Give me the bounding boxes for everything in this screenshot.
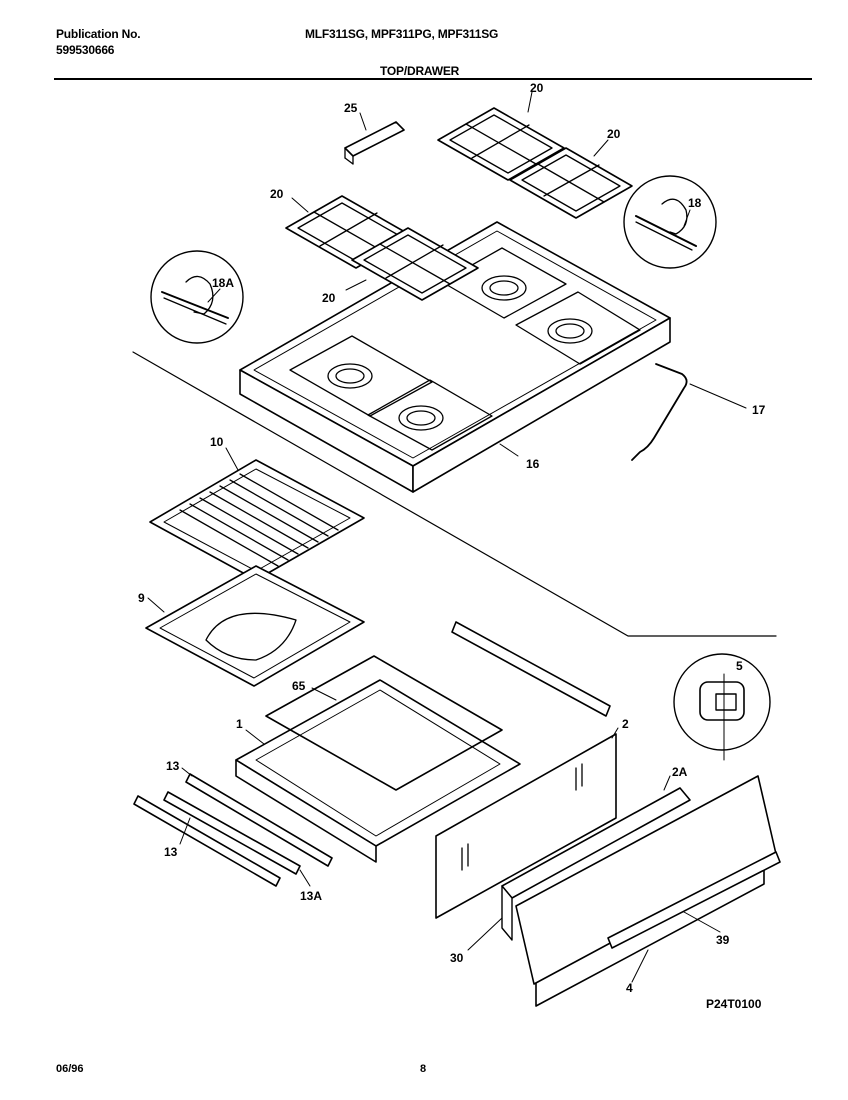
callout-9: 9 (138, 591, 145, 605)
callout-16: 16 (526, 457, 540, 471)
figure-code: P24T0100 (706, 997, 762, 1011)
callout-30: 30 (450, 951, 464, 965)
slide-rail-13-upper (185, 773, 333, 867)
assembly-divider-line (132, 351, 777, 637)
callout-10: 10 (210, 435, 224, 449)
callout-20-rear-right: 20 (607, 127, 621, 141)
drawer-front-part-4 (515, 775, 777, 1007)
panel-part-2a-face (501, 885, 513, 941)
callout-18a: 18A (212, 276, 234, 290)
drawer-box-part-1 (235, 679, 521, 863)
slide-rail-upper (451, 621, 611, 717)
callout-65: 65 (292, 679, 306, 693)
publication-label: Publication No. (56, 27, 141, 41)
callout-20-front-right: 20 (322, 291, 336, 305)
callout-17: 17 (752, 403, 766, 417)
callout-2a: 2A (672, 765, 688, 779)
callout-2: 2 (622, 717, 629, 731)
model-numbers: MLF311SG, MPF311PG, MPF311SG (305, 27, 499, 41)
section-title: TOP/DRAWER (380, 64, 460, 78)
pan-part-9 (145, 565, 365, 687)
callout-5: 5 (736, 659, 743, 673)
callout-4: 4 (626, 981, 633, 995)
cooktop-part-16 (239, 221, 671, 493)
inset-detail-18 (623, 175, 717, 269)
footer-page-number: 8 (420, 1063, 427, 1075)
inset-detail-5 (673, 653, 771, 751)
callout-20-rear-left: 20 (530, 81, 544, 95)
drawer-back-part-2 (435, 733, 617, 919)
frame-part-65 (265, 655, 503, 791)
grill-part-10 (149, 459, 365, 581)
callout-1: 1 (236, 717, 243, 731)
handle-part-39 (607, 851, 781, 949)
publication-number: 599530666 (56, 43, 115, 57)
callout-18: 18 (688, 196, 702, 210)
callout-13-upper: 13 (166, 759, 180, 773)
callout-39: 39 (716, 933, 730, 947)
grate-rear-right (509, 147, 633, 219)
inset-detail-18a (150, 250, 244, 344)
slide-rail-13a (163, 791, 301, 875)
footer-date: 06/96 (56, 1063, 84, 1075)
leader-lines (147, 91, 747, 983)
callout-20-front-left: 20 (270, 187, 284, 201)
part-25-bracket (344, 121, 405, 165)
grate-rear-left (437, 107, 565, 181)
part-17-rod (631, 363, 688, 461)
header-rule (54, 78, 812, 80)
callout-13a: 13A (300, 889, 322, 903)
callout-13-lower: 13 (164, 845, 178, 859)
callout-25: 25 (344, 101, 358, 115)
slide-rail-13-lower (133, 795, 281, 887)
grate-front-right (351, 227, 479, 301)
